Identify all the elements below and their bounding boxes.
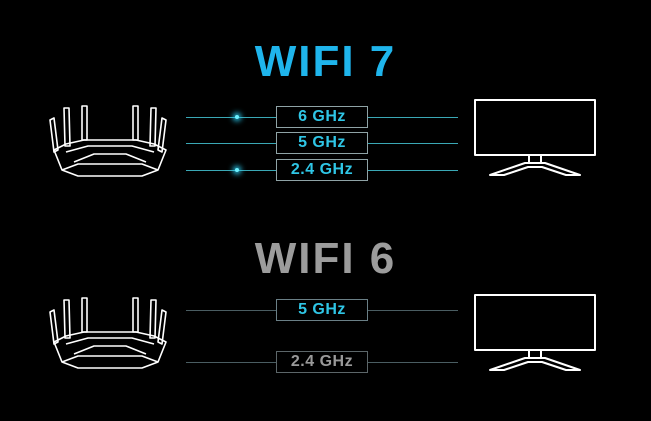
wifi6-band-24ghz: 2.4 GHz [276,351,368,373]
wifi6-title: WIFI 6 [254,234,397,283]
monitor-icon [474,99,596,176]
wifi6-band-5ghz: 5 GHz [276,299,368,321]
wifi7-band-5ghz: 5 GHz [276,132,368,154]
monitor-icon [474,294,596,371]
router-icon [49,105,167,177]
wifi7-band-6ghz: 6 GHz [276,106,368,128]
signal-dot [235,115,239,119]
router-icon [49,297,167,369]
signal-dot [235,168,239,172]
wifi7-band-24ghz: 2.4 GHz [276,159,368,181]
wifi7-title: WIFI 7 [254,37,397,86]
